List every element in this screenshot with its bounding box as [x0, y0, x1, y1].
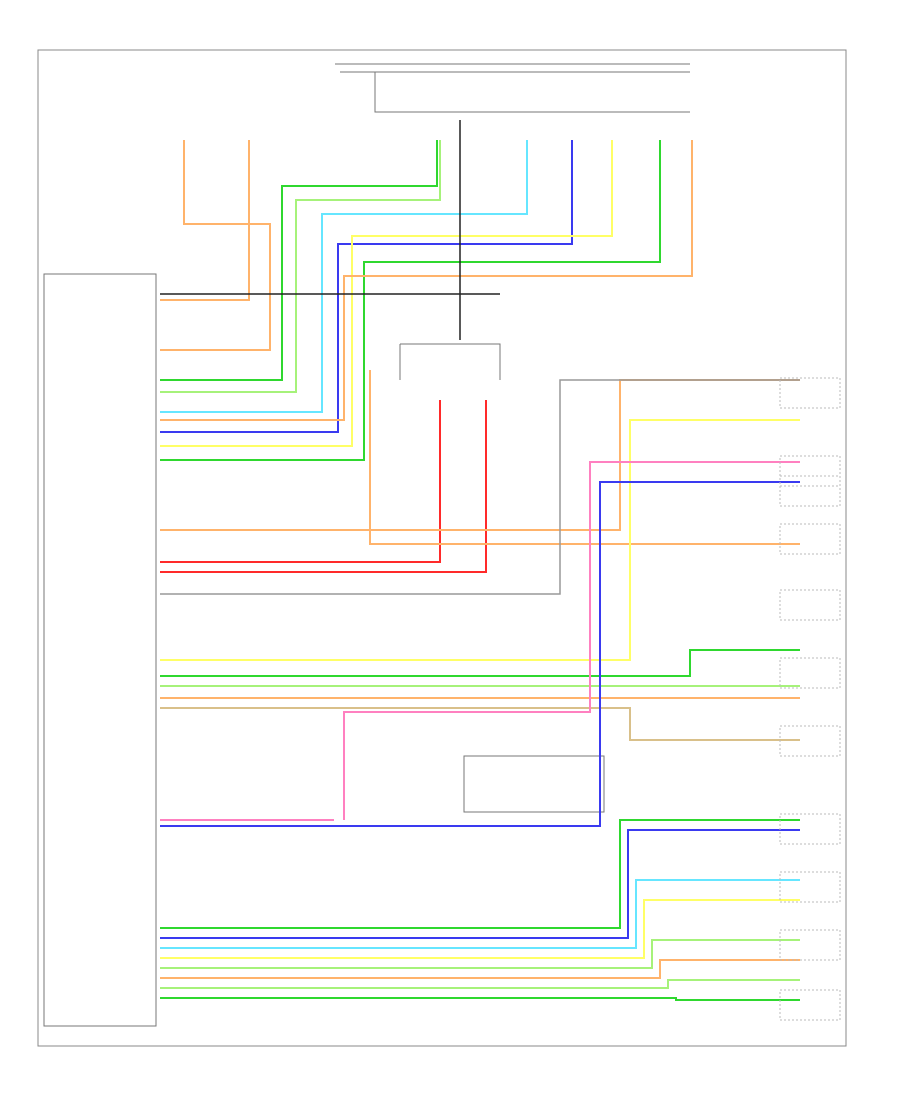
center-relay — [399, 343, 501, 380]
wire-light-green-3 — [160, 939, 800, 969]
wire-orange-6 — [160, 959, 800, 979]
wire-tan-1 — [160, 707, 800, 741]
wire-blue-3 — [160, 829, 800, 939]
wire-orange-top-2 — [160, 140, 250, 301]
right-connector-8 — [779, 813, 841, 845]
wire-gray-1 — [160, 379, 800, 595]
wire-pink-1 — [343, 461, 800, 820]
wire-yellow-2 — [160, 419, 800, 661]
top-switch-assembly — [335, 63, 690, 113]
wire-yellow-1 — [160, 140, 613, 447]
wire-orange-2 — [160, 140, 693, 421]
right-connector-5 — [779, 589, 841, 621]
diagram-frame — [37, 49, 847, 1047]
wire-orange-top — [160, 140, 271, 351]
wire-yellow-3 — [160, 899, 800, 959]
right-connector-10 — [779, 929, 841, 961]
lumbar-switch — [463, 755, 605, 813]
wire-green-3 — [160, 649, 800, 677]
right-connector-4 — [779, 523, 841, 555]
wire-light-green-4 — [160, 979, 800, 989]
wire-group — [160, 120, 800, 1001]
right-connector-1 — [779, 377, 841, 409]
main-module-box — [43, 273, 157, 1027]
right-connector-7 — [779, 725, 841, 757]
right-connector-9 — [779, 871, 841, 903]
wire-green-4 — [160, 819, 800, 929]
wire-light-blue-2 — [160, 879, 800, 949]
wire-green-2 — [160, 140, 661, 461]
right-connector-2 — [779, 455, 841, 487]
wire-red-2 — [160, 400, 487, 573]
wire-red-1 — [160, 400, 441, 563]
wire-green-5 — [160, 997, 800, 1001]
wire-orange-4 — [160, 379, 800, 531]
wire-light-blue-1 — [160, 140, 528, 413]
wire-blue-2 — [160, 481, 800, 827]
right-connector-3 — [779, 475, 841, 507]
wire-orange-3 — [369, 370, 800, 545]
pin-label-group — [779, 377, 841, 1021]
wire-light-green-1 — [160, 140, 441, 393]
right-connector-11 — [779, 989, 841, 1021]
wire-green-1 — [160, 140, 438, 381]
wire-blue-1 — [160, 140, 573, 433]
right-connector-6 — [779, 657, 841, 689]
